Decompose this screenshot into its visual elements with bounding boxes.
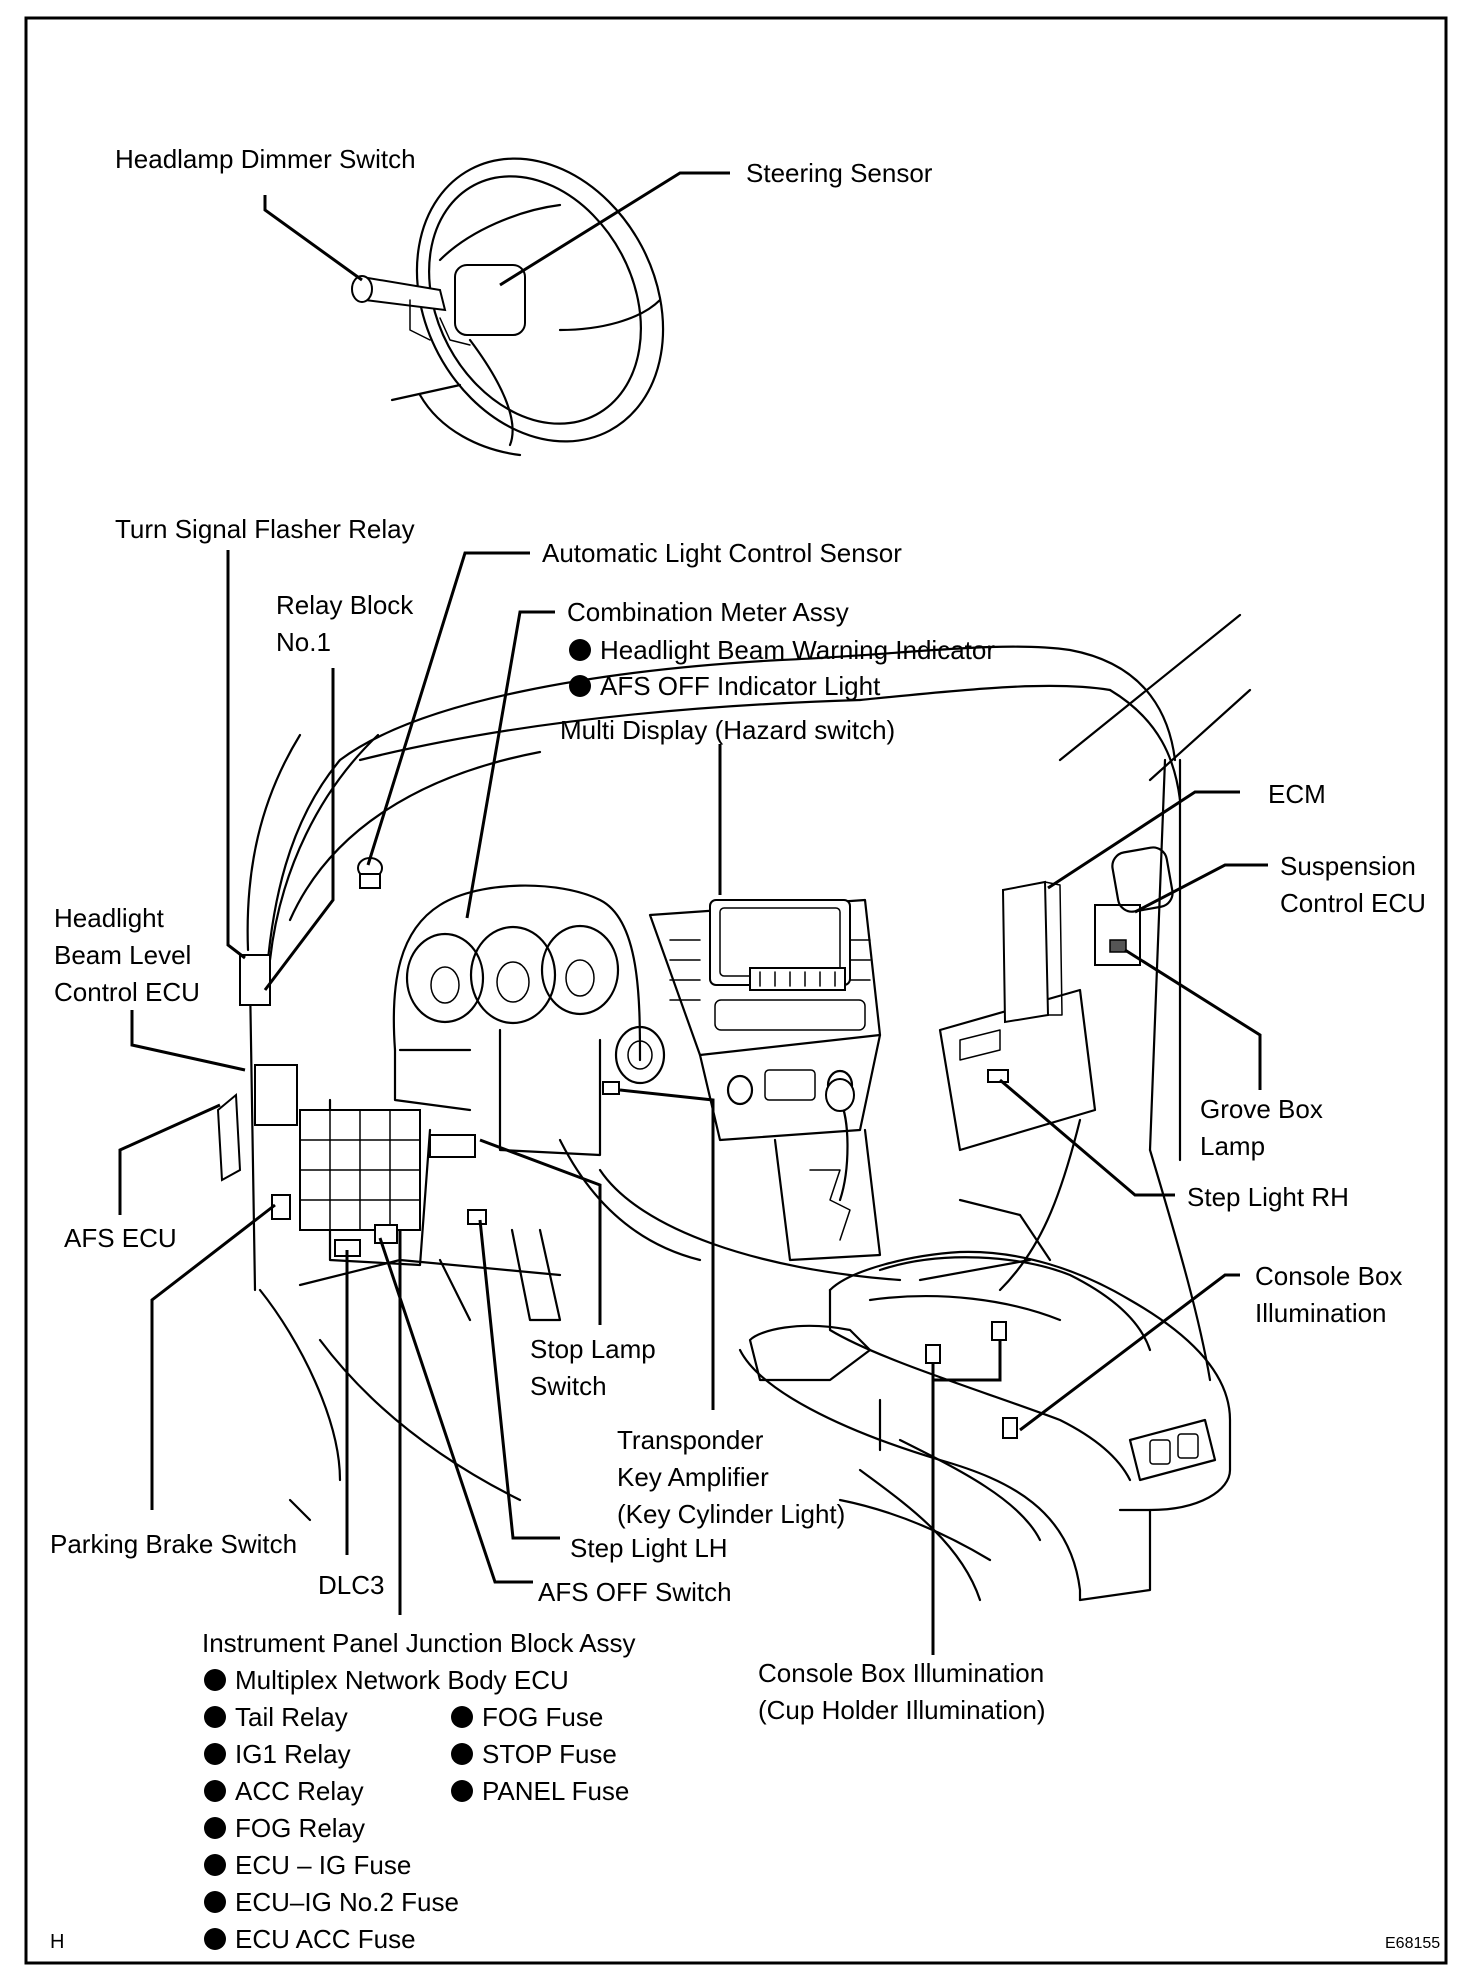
label-suspension-control-ecu-line2: Control ECU [1280,888,1426,918]
label-grove-box-lamp-line1: Grove Box [1200,1094,1323,1124]
label-headlamp-dimmer-switch: Headlamp Dimmer Switch [115,144,416,174]
bullet-icon [569,675,591,697]
bullet-icon [569,639,591,661]
corner-letter: H [50,1931,64,1953]
label-relay-block-line2: No.1 [276,627,331,657]
bullet-icon [451,1780,473,1802]
label-relay-block-line1: Relay Block [276,590,414,620]
label-grove-box-lamp-line2: Lamp [1200,1131,1265,1161]
console-box-drawing [738,1250,1232,1602]
bullet-icon [204,1743,226,1765]
bullet-icon [204,1854,226,1876]
label-console-cup-line1: Console Box Illumination [758,1658,1044,1688]
label-headlight-beam-level-line2: Beam Level [54,940,191,970]
bullet-icon [204,1817,226,1839]
label-stop-lamp-switch-line1: Stop Lamp [530,1334,656,1364]
label-step-light-rh: Step Light RH [1187,1182,1349,1212]
label-step-light-lh: Step Light LH [570,1533,728,1563]
bullet-icon [451,1706,473,1728]
bullet-icon [204,1780,226,1802]
label-transponder-line1: Transponder [617,1425,764,1455]
label-ecm: ECM [1268,779,1326,809]
label-afs-off-switch: AFS OFF Switch [538,1577,732,1607]
label-automatic-light-control-sensor: Automatic Light Control Sensor [542,538,902,568]
label-suspension-control-ecu-line1: Suspension [1280,851,1416,881]
label-junction-block-title: Instrument Panel Junction Block Assy [202,1628,636,1658]
label-turn-signal-flasher-relay: Turn Signal Flasher Relay [115,514,415,544]
label-jb-left-item-7: ECU–IG No.2 Fuse [235,1887,459,1917]
label-jb-left-item-4: ACC Relay [235,1776,364,1806]
label-headlight-beam-level-line1: Headlight [54,903,165,933]
figure-id: E68155 [1385,1935,1440,1952]
label-meter-item-1: Headlight Beam Warning Indicator [600,635,995,665]
label-jb-left-item-2: Tail Relay [235,1702,348,1732]
bullet-icon [204,1706,226,1728]
label-console-cup-line2: (Cup Holder Illumination) [758,1695,1046,1725]
label-jb-left-item-6: ECU – IG Fuse [235,1850,411,1880]
label-jb-left-item-8: ECU ACC Fuse [235,1924,416,1954]
label-jb-right-item-3: PANEL Fuse [482,1776,629,1806]
bullet-icon [204,1891,226,1913]
bullet-icon [451,1743,473,1765]
bullet-icon [204,1669,226,1691]
label-parking-brake-switch: Parking Brake Switch [50,1529,297,1559]
leader-lines [118,171,1268,1655]
label-headlight-beam-level-line3: Control ECU [54,977,200,1007]
label-transponder-line2: Key Amplifier [617,1462,769,1492]
label-multi-display: Multi Display (Hazard switch) [560,715,895,745]
label-meter-item-2: AFS OFF Indicator Light [600,671,881,701]
label-jb-left-item-3: IG1 Relay [235,1739,351,1769]
label-console-box-illumination-line1: Console Box [1255,1261,1402,1291]
dashboard-drawing [216,613,1252,1522]
label-jb-left-item-5: FOG Relay [235,1813,365,1843]
label-combination-meter-assy: Combination Meter Assy [567,597,849,627]
steering-wheel-drawing [351,157,665,457]
label-steering-sensor: Steering Sensor [746,158,933,188]
label-jb-right-item-1: FOG Fuse [482,1702,603,1732]
figure-frame [24,16,1448,1965]
label-transponder-line3: (Key Cylinder Light) [617,1499,845,1529]
label-jb-right-item-2: STOP Fuse [482,1739,617,1769]
label-dlc3: DLC3 [318,1570,384,1600]
label-afs-ecu: AFS ECU [64,1223,177,1253]
label-jb-left-item-1: Multiplex Network Body ECU [235,1665,569,1695]
label-console-box-illumination-line2: Illumination [1255,1298,1387,1328]
bullet-icon [204,1928,226,1950]
label-stop-lamp-switch-line2: Switch [530,1371,607,1401]
